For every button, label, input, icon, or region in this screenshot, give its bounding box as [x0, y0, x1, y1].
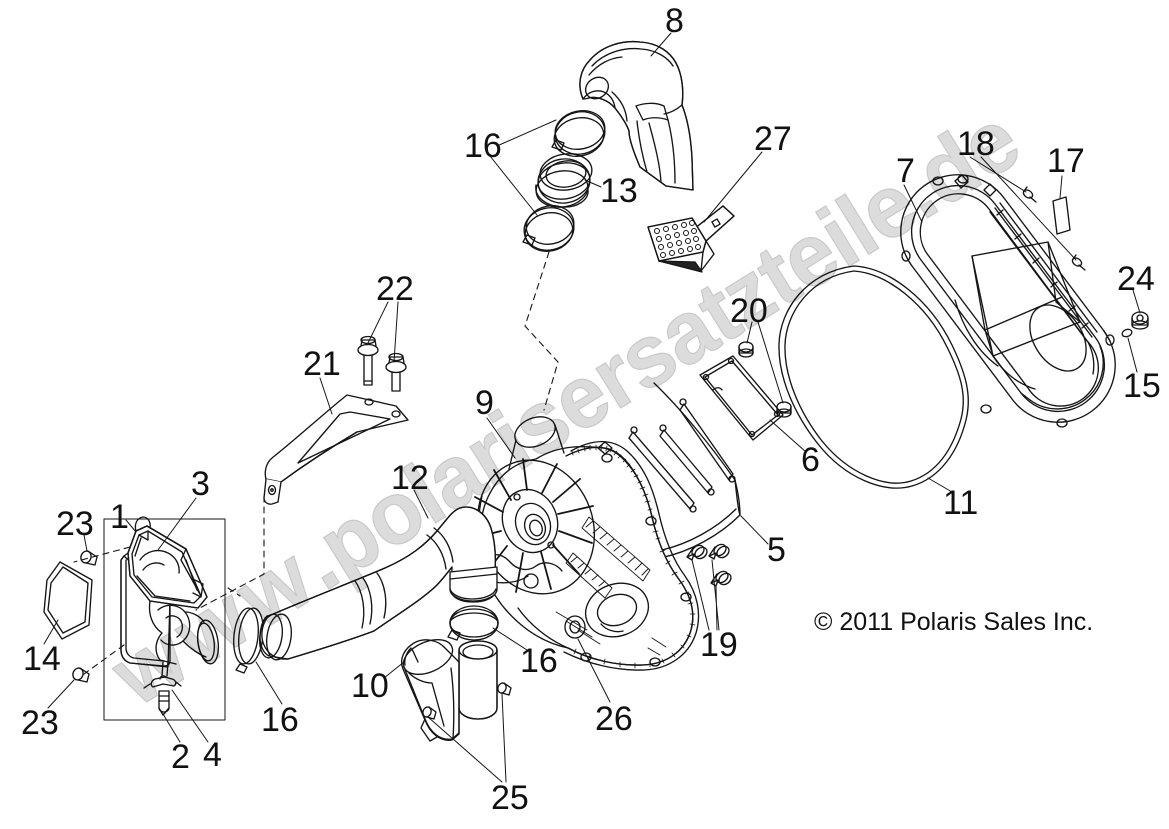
svg-text:2: 2	[171, 738, 190, 776]
svg-text:6: 6	[801, 441, 820, 479]
svg-text:23: 23	[21, 704, 59, 742]
svg-text:24: 24	[1117, 260, 1155, 298]
svg-text:8: 8	[665, 2, 684, 40]
svg-text:16: 16	[520, 642, 558, 680]
svg-text:7: 7	[896, 152, 915, 190]
svg-text:9: 9	[475, 384, 494, 422]
svg-text:4: 4	[203, 736, 222, 774]
svg-text:26: 26	[595, 700, 633, 738]
svg-text:21: 21	[303, 345, 341, 383]
svg-text:5: 5	[767, 531, 786, 569]
svg-text:18: 18	[957, 125, 995, 163]
svg-text:17: 17	[1047, 142, 1085, 180]
svg-text:13: 13	[600, 172, 638, 210]
svg-text:12: 12	[391, 459, 429, 497]
svg-text:16: 16	[464, 127, 502, 165]
svg-text:20: 20	[730, 292, 768, 330]
svg-text:1: 1	[110, 498, 129, 536]
svg-text:3: 3	[191, 465, 210, 503]
svg-text:14: 14	[23, 640, 61, 678]
svg-text:11: 11	[943, 484, 978, 522]
svg-text:22: 22	[376, 270, 414, 308]
svg-text:19: 19	[700, 626, 738, 664]
svg-text:23: 23	[56, 505, 94, 543]
svg-text:27: 27	[754, 120, 792, 158]
svg-text:10: 10	[351, 667, 389, 705]
svg-text:25: 25	[491, 779, 529, 817]
svg-text:© 2011 Polaris Sales Inc.: © 2011 Polaris Sales Inc.	[814, 608, 1093, 636]
svg-text:16: 16	[261, 701, 299, 739]
svg-text:15: 15	[1123, 367, 1161, 405]
